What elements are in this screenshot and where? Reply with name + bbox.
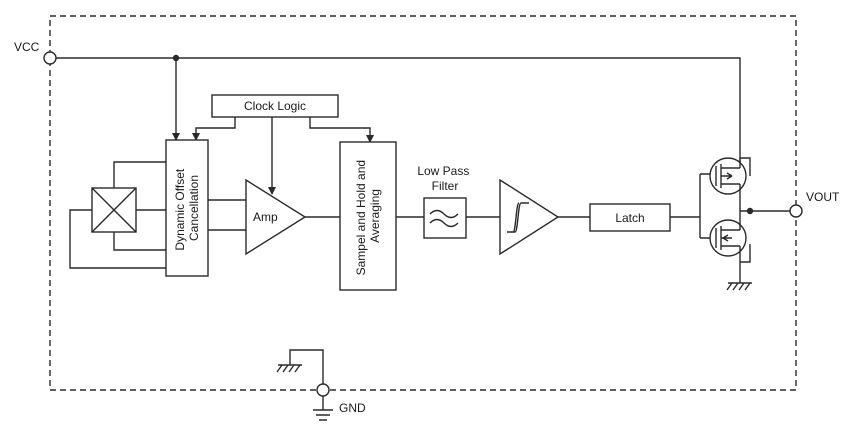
vcc-pin	[43, 51, 57, 65]
pmos-icon	[715, 158, 741, 202]
sample-hold-block	[339, 141, 397, 291]
offset-cancellation-line1: Dynamic Offset	[173, 168, 187, 250]
nmos-icon	[715, 220, 741, 262]
gnd-label: GND	[339, 401, 366, 415]
body-diode-wires	[740, 157, 751, 263]
sample-hold-label: Sampel and Hold and Averaging	[354, 157, 382, 276]
offset-cancellation-block	[165, 139, 209, 277]
gnd-pin	[316, 383, 330, 397]
clock-logic-block	[211, 94, 339, 118]
vout-pin	[789, 204, 803, 218]
internal-ground-icon	[276, 364, 302, 373]
latch-label: Latch	[615, 211, 644, 225]
output-stage	[699, 157, 790, 291]
hall-element-icon	[91, 187, 137, 233]
vcc-label: VCC	[14, 40, 40, 54]
amp-label: Amp	[253, 210, 278, 224]
offset-cancellation-label: Dynamic Offset Cancellation	[173, 165, 201, 250]
gnd-pin-wire	[313, 396, 333, 421]
low-pass-filter-block	[423, 197, 467, 239]
low-pass-line2: Filter	[432, 179, 459, 193]
clock-logic-label: Clock Logic	[244, 99, 306, 113]
hall-bottom-wire	[113, 232, 166, 251]
low-pass-label: Low Pass Filter	[417, 164, 472, 193]
sample-hold-line2: Averaging	[368, 189, 382, 243]
vout-label: VOUT	[806, 190, 840, 204]
hall-top-wire	[113, 161, 166, 188]
clock-to-offset-wire	[192, 117, 236, 141]
latch-block	[589, 203, 671, 232]
clock-to-sample-wire	[309, 117, 374, 143]
vcc-rail	[56, 57, 741, 172]
internal-ground-wire	[289, 349, 324, 384]
chip-boundary	[49, 15, 797, 391]
sample-hold-line1: Sampel and Hold and	[354, 160, 368, 275]
amp-block	[245, 178, 307, 256]
comparator-block	[499, 178, 560, 256]
low-pass-line1: Low Pass	[417, 164, 469, 178]
ground-icon	[726, 282, 752, 291]
offset-cancellation-line2: Cancellation	[187, 175, 201, 241]
filter-wave-icon	[429, 209, 459, 228]
schmitt-trigger-icon	[507, 202, 529, 233]
hall-left-wire	[69, 209, 166, 269]
